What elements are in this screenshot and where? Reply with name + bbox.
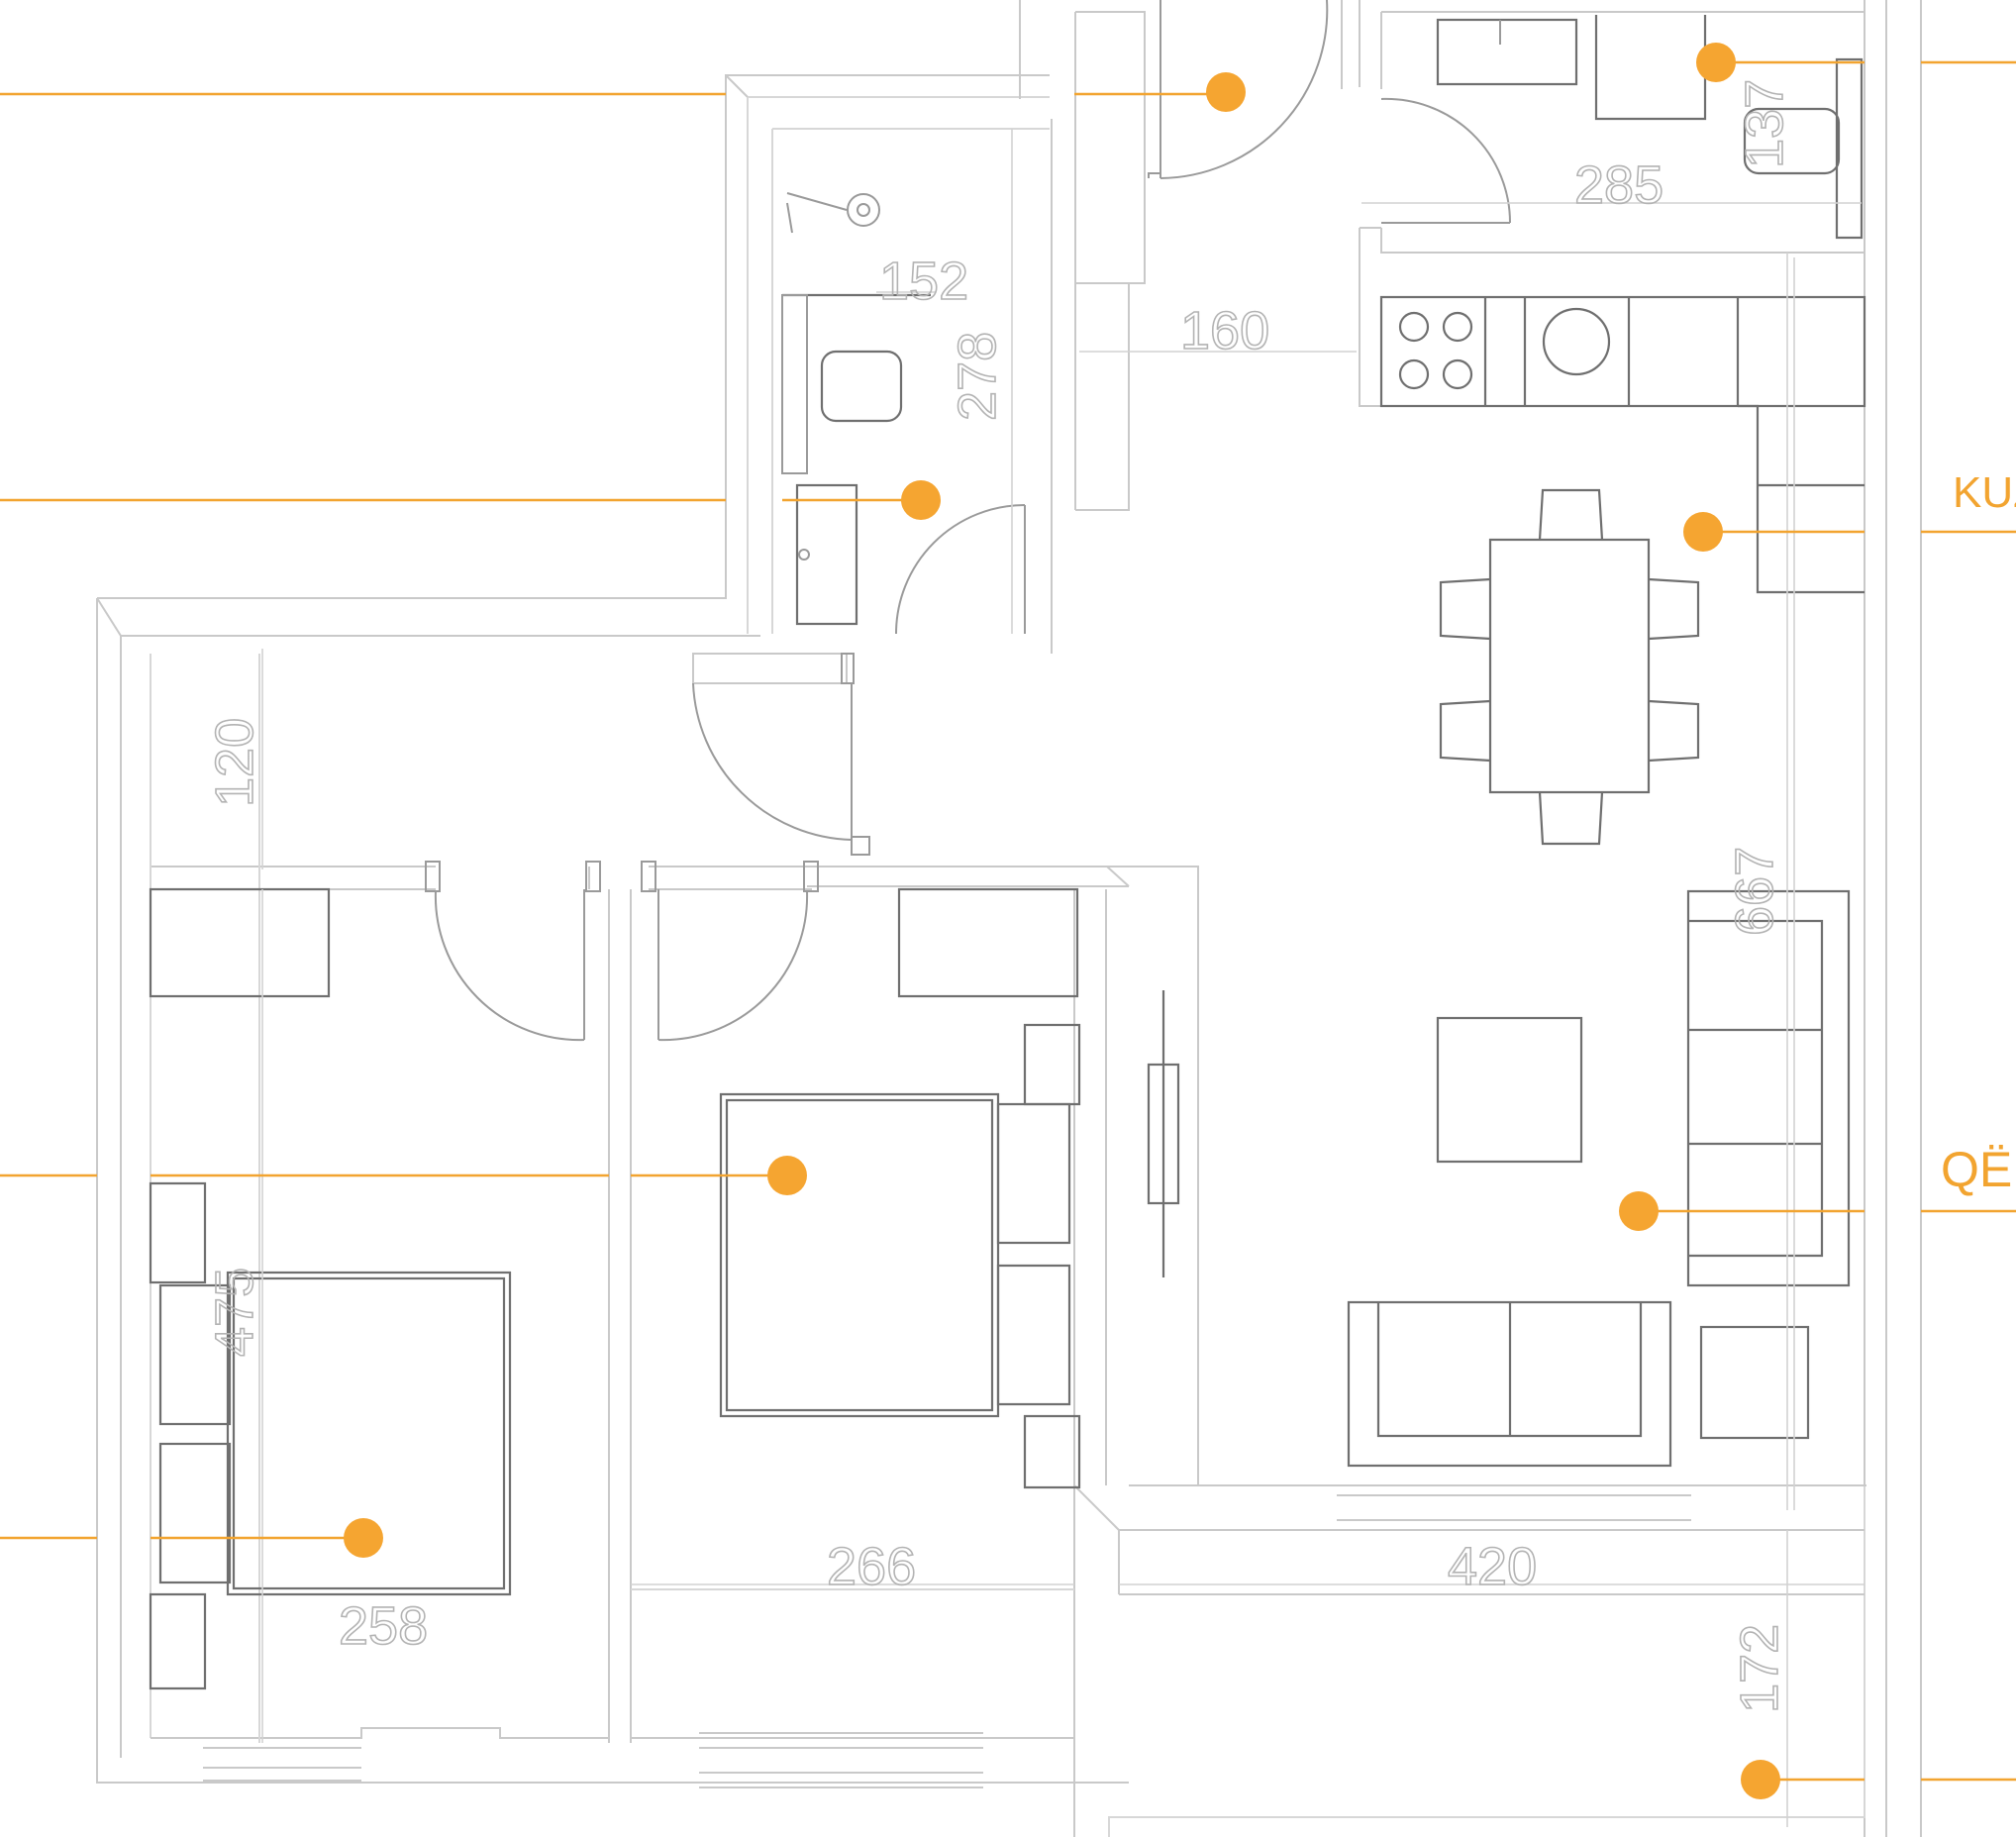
dim-137: 137 xyxy=(1735,79,1794,168)
furniture xyxy=(149,15,1866,1690)
marker-bedroom-2[interactable] xyxy=(767,1156,807,1195)
dim-285: 285 xyxy=(1574,155,1663,215)
dim-266: 266 xyxy=(827,1537,916,1596)
marker-balcony[interactable] xyxy=(1741,1760,1780,1799)
label-living-room: QËN xyxy=(1941,1142,2016,1197)
marker-bathroom-1[interactable] xyxy=(901,480,941,520)
walls xyxy=(96,0,1922,1837)
dim-258: 258 xyxy=(339,1596,428,1656)
dim-120: 120 xyxy=(205,718,264,807)
room-markers xyxy=(0,43,2016,1799)
dimension-lines xyxy=(261,129,1865,1827)
marker-bathroom-2[interactable] xyxy=(1696,43,1736,82)
dimension-labels: 152 278 160 285 137 120 667 475 258 266 … xyxy=(204,78,1795,1714)
dim-152: 152 xyxy=(879,252,968,311)
dim-420: 420 xyxy=(1448,1537,1537,1596)
marker-kitchen[interactable] xyxy=(1683,512,1723,552)
label-kitchen: KUZ xyxy=(1953,468,2016,517)
marker-living-room[interactable] xyxy=(1619,1191,1659,1231)
dim-172: 172 xyxy=(1730,1624,1789,1713)
dim-160: 160 xyxy=(1180,301,1269,360)
doors xyxy=(425,0,1511,1042)
marker-bedroom-1[interactable] xyxy=(344,1518,383,1558)
marker-entrance[interactable] xyxy=(1206,72,1246,112)
dim-667: 667 xyxy=(1725,847,1784,936)
dim-475: 475 xyxy=(205,1268,264,1357)
dim-278: 278 xyxy=(948,332,1007,421)
